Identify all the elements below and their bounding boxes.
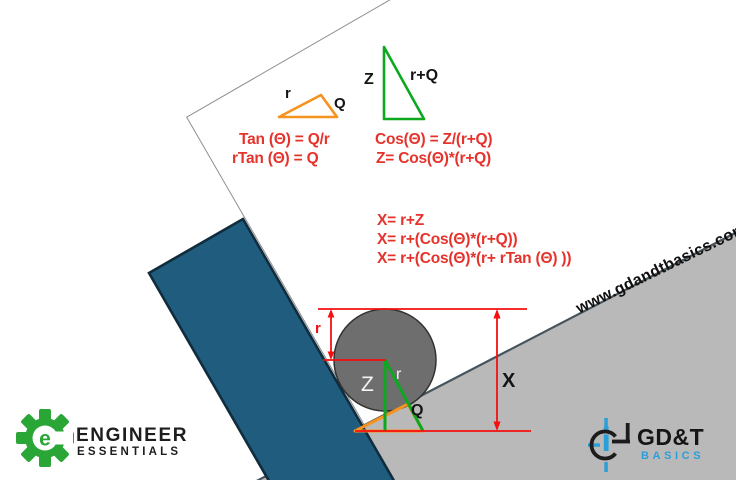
formula-tan-1: Tan (Θ) = Q/r (239, 131, 330, 148)
radius-dim-label: r (315, 320, 321, 337)
ball-q-label: Q (411, 402, 424, 419)
ball-r-label: r (396, 366, 402, 383)
schematic-green-triangle (382, 45, 426, 121)
gdt-position-icon (588, 418, 630, 472)
ball-z-label: Z (361, 373, 374, 396)
gear-letter: e (39, 428, 51, 451)
formula-x-1: X= r+Z (377, 212, 425, 229)
formula-cos-1: Cos(Θ) = Z/(r+Q) (375, 131, 493, 148)
formula-x-2: X= r+(Cos(Θ)*(r+Q)) (377, 231, 518, 248)
schematic-label-r-plus-q: r+Q (410, 67, 439, 84)
schematic-label-z: Z (364, 71, 374, 88)
schematic-label-q: Q (334, 95, 346, 112)
formula-cos-2: Z= Cos(Θ)*(r+Q) (376, 150, 491, 167)
gdt-basics-name: GD&T (637, 424, 705, 450)
formula-tan-2: rTan (Θ) = Q (232, 150, 319, 167)
schematic-label-r: r (285, 85, 291, 102)
ball-green-triangle (383, 359, 425, 432)
red-dimension-lines (318, 308, 531, 432)
gear-icon: e (16, 409, 74, 467)
engineer-essentials-line2: ESSENTIALS (77, 446, 182, 458)
formula-x-3: X= r+(Cos(Θ)*(r+ rTan (Θ) )) (377, 250, 572, 267)
schematic-orange-triangle (277, 93, 339, 119)
engineer-essentials-line1: ENGINEER (76, 425, 189, 446)
blue-part-block (147, 217, 396, 480)
gdt-basics-sub: BASICS (641, 450, 705, 462)
height-dim-label: X (502, 370, 516, 392)
